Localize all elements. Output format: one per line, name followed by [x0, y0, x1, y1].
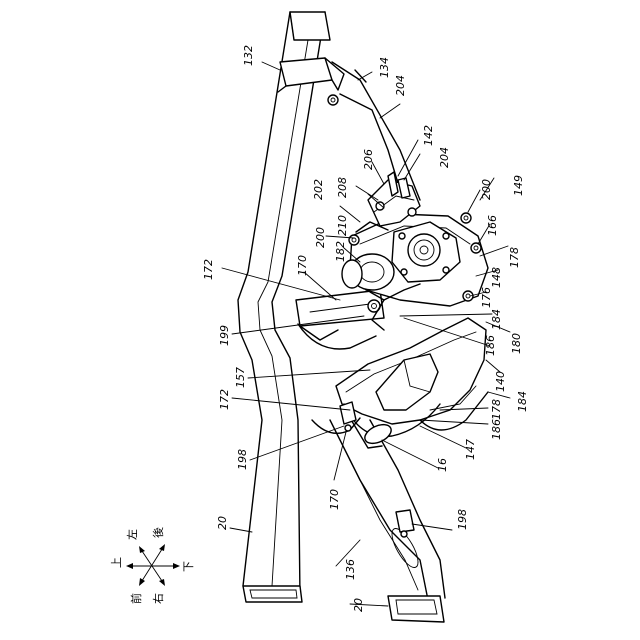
label-180: 180 [510, 333, 523, 354]
label-136: 136 [344, 559, 357, 580]
direction-left-label: 左 [126, 529, 139, 540]
label-178: 178 [508, 247, 521, 268]
label-204: 204 [394, 75, 407, 96]
label-16: 16 [436, 458, 449, 472]
label-200: 200 [314, 227, 327, 248]
label-20: 20 [216, 516, 229, 530]
label-202: 202 [312, 179, 325, 200]
label-172: 172 [202, 259, 215, 280]
direction-front-label: 前 [129, 593, 143, 604]
label-142: 142 [422, 125, 435, 146]
label-198: 198 [236, 449, 249, 470]
label-147: 147 [464, 439, 477, 460]
label-204: 204 [438, 147, 451, 168]
label-186: 186 [490, 419, 503, 440]
label-132: 132 [242, 45, 255, 66]
label-170: 170 [296, 255, 309, 276]
label-198: 198 [456, 509, 469, 530]
label-134: 134 [378, 57, 391, 78]
label-200: 200 [480, 179, 493, 200]
label-199: 199 [218, 325, 231, 346]
label-176: 176 [480, 287, 493, 308]
direction-rear-label: 後 [151, 527, 165, 538]
label-178: 178 [490, 399, 503, 420]
label-166: 166 [486, 215, 499, 236]
label-184: 184 [516, 391, 529, 412]
direction-up-label: 上 [110, 557, 123, 568]
label-182: 182 [334, 241, 347, 262]
label-208: 208 [336, 177, 349, 198]
label-186: 186 [484, 335, 497, 356]
label-149: 149 [512, 175, 525, 196]
label-170: 170 [328, 489, 341, 510]
label-157: 157 [234, 367, 247, 388]
label-184: 184 [490, 309, 503, 330]
direction-down-label: 下 [182, 561, 195, 572]
label-206: 206 [362, 149, 375, 170]
label-140: 140 [494, 371, 507, 392]
label-172: 172 [218, 389, 231, 410]
label-210: 210 [336, 215, 349, 236]
label-20: 20 [352, 598, 365, 612]
direction-right-label: 右 [151, 593, 165, 604]
direction-indicator: 上 下 左 後 前 右 [110, 527, 195, 604]
label-148: 148 [490, 267, 503, 288]
